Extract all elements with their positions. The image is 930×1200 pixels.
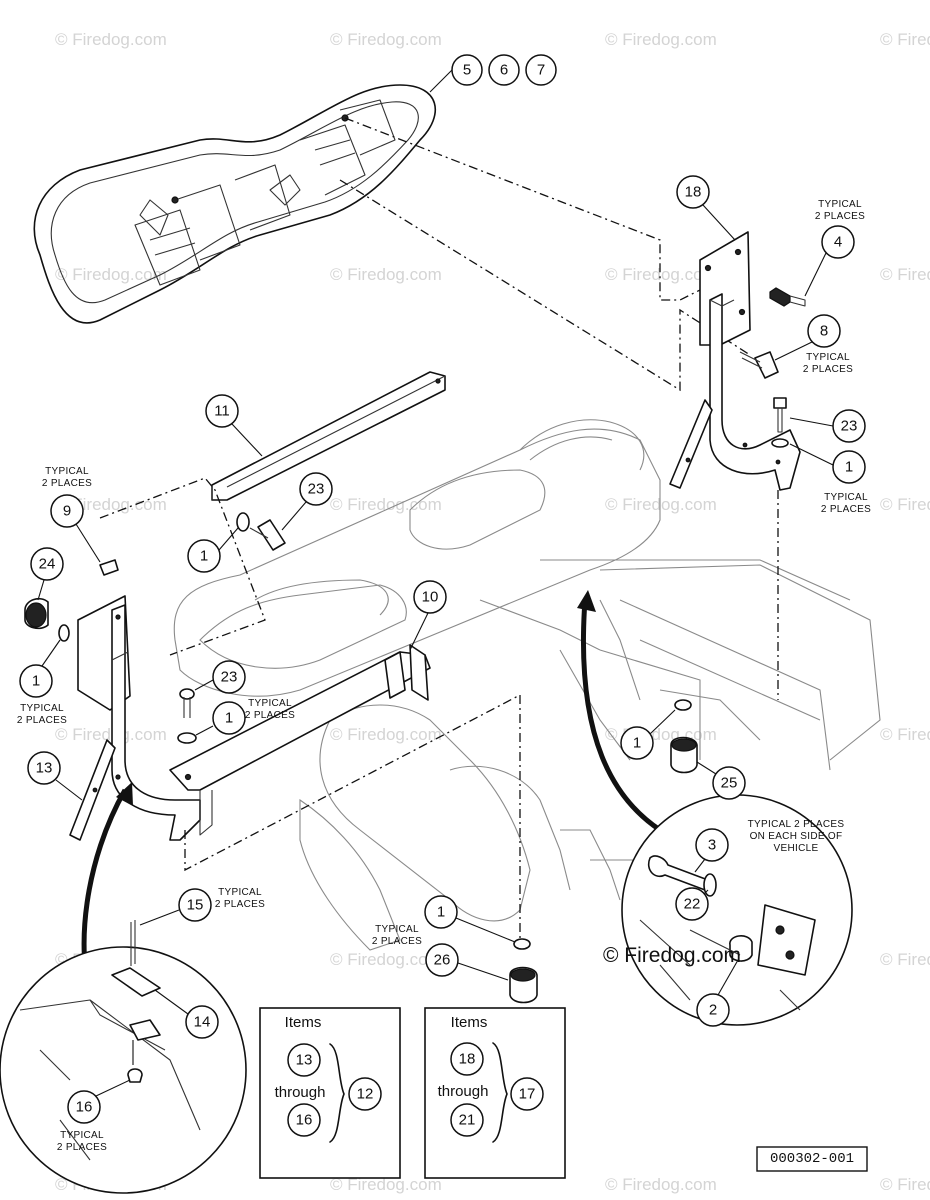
- kit-12-header: Items: [285, 1014, 322, 1031]
- callout-8: 8: [820, 323, 828, 340]
- watermark: © Firedog.com: [880, 950, 930, 969]
- document-number: 000302-001: [756, 1146, 868, 1172]
- callout-1: 1: [633, 735, 641, 752]
- callout-7: 7: [537, 62, 545, 79]
- callout-25: 25: [721, 775, 738, 792]
- callout-24: 24: [39, 556, 56, 573]
- watermark: © Firedog.com: [55, 725, 167, 744]
- callout-23: 23: [841, 418, 858, 435]
- watermark: © Firedog.com: [330, 725, 442, 744]
- watermark: © Firedog.com: [880, 495, 930, 514]
- callout-15: 15: [187, 897, 204, 914]
- watermark: © Firedog.com: [880, 1175, 930, 1194]
- callout-13: 13: [36, 760, 53, 777]
- pad-9: [99, 559, 119, 576]
- watermark: © Firedog.com: [880, 30, 930, 49]
- callout-26: 26: [434, 952, 451, 969]
- kit-box-17: Items 18 through 21 17: [424, 1007, 566, 1179]
- watermark: © Firedog.com: [605, 265, 717, 284]
- callout-1: 1: [437, 904, 445, 921]
- detail-circle-left: [0, 920, 247, 1194]
- watermark: © Firedog.com: [880, 265, 930, 284]
- seat-back: [33, 84, 436, 324]
- callout-4: 4: [834, 234, 842, 251]
- callout-9: 9: [63, 503, 71, 520]
- callout-16: 16: [76, 1099, 93, 1116]
- kit-12-from: 13: [296, 1052, 313, 1069]
- watermark: © Firedog.com: [330, 950, 442, 969]
- bolt-23-lower: [177, 688, 197, 744]
- callout-1: 1: [845, 459, 853, 476]
- callout-10: 10: [422, 589, 439, 606]
- kit-12-to: 16: [296, 1112, 313, 1129]
- watermark: © Firedog.com: [605, 30, 717, 49]
- nut-26: [509, 938, 538, 1004]
- watermark: © Firedog.com: [330, 495, 442, 514]
- kit-17-to: 21: [459, 1112, 476, 1129]
- watermark: © Firedog.com: [330, 30, 442, 49]
- watermark: © Firedog.com: [880, 725, 930, 744]
- callout-18: 18: [685, 184, 702, 201]
- callout-23: 23: [308, 481, 325, 498]
- crossbar-10: [169, 644, 431, 836]
- bolt-23-right: [771, 397, 789, 448]
- bolt-4: [769, 287, 806, 307]
- callout-11: 11: [214, 403, 230, 420]
- nut-24: [24, 598, 70, 642]
- watermark: © Firedog.com: [55, 30, 167, 49]
- callout-6: 6: [500, 62, 508, 79]
- kit-17-assembly: 17: [519, 1086, 536, 1103]
- callout-1: 1: [225, 710, 233, 727]
- document-number-text: 000302-001: [770, 1151, 854, 1167]
- kit-17-from: 18: [459, 1051, 476, 1068]
- callout-3: 3: [708, 837, 716, 854]
- vehicle-body: [173, 419, 881, 951]
- callout-1: 1: [200, 548, 208, 565]
- kit-17-header: Items: [451, 1014, 488, 1031]
- watermark: © Firedog.com: [330, 1175, 442, 1194]
- callout-2: 2: [709, 1002, 717, 1019]
- watermark-detail: © Firedog.com: [603, 944, 741, 967]
- watermark: © Firedog.com: [55, 265, 167, 284]
- nut-25: [670, 699, 698, 774]
- crossbar-11: [211, 371, 446, 501]
- callout-23: 23: [221, 669, 238, 686]
- kit-12-assembly: 12: [357, 1086, 374, 1103]
- detail-circle-right: [621, 794, 853, 1026]
- callout-1: 1: [32, 673, 40, 690]
- callout-5: 5: [463, 62, 471, 79]
- kit-box-12: Items 13 through 16 12: [259, 1007, 401, 1179]
- screw-8: [739, 351, 779, 379]
- kit-17-through: through: [438, 1083, 489, 1100]
- left-seat-support: [69, 595, 201, 841]
- callout-22: 22: [684, 896, 701, 913]
- kit-12-through: through: [275, 1084, 326, 1101]
- watermark: © Firedog.com: [605, 495, 717, 514]
- bolt-23-mid: [236, 512, 286, 551]
- callout-14: 14: [194, 1014, 211, 1031]
- watermark: © Firedog.com: [330, 265, 442, 284]
- watermark: © Firedog.com: [605, 1175, 717, 1194]
